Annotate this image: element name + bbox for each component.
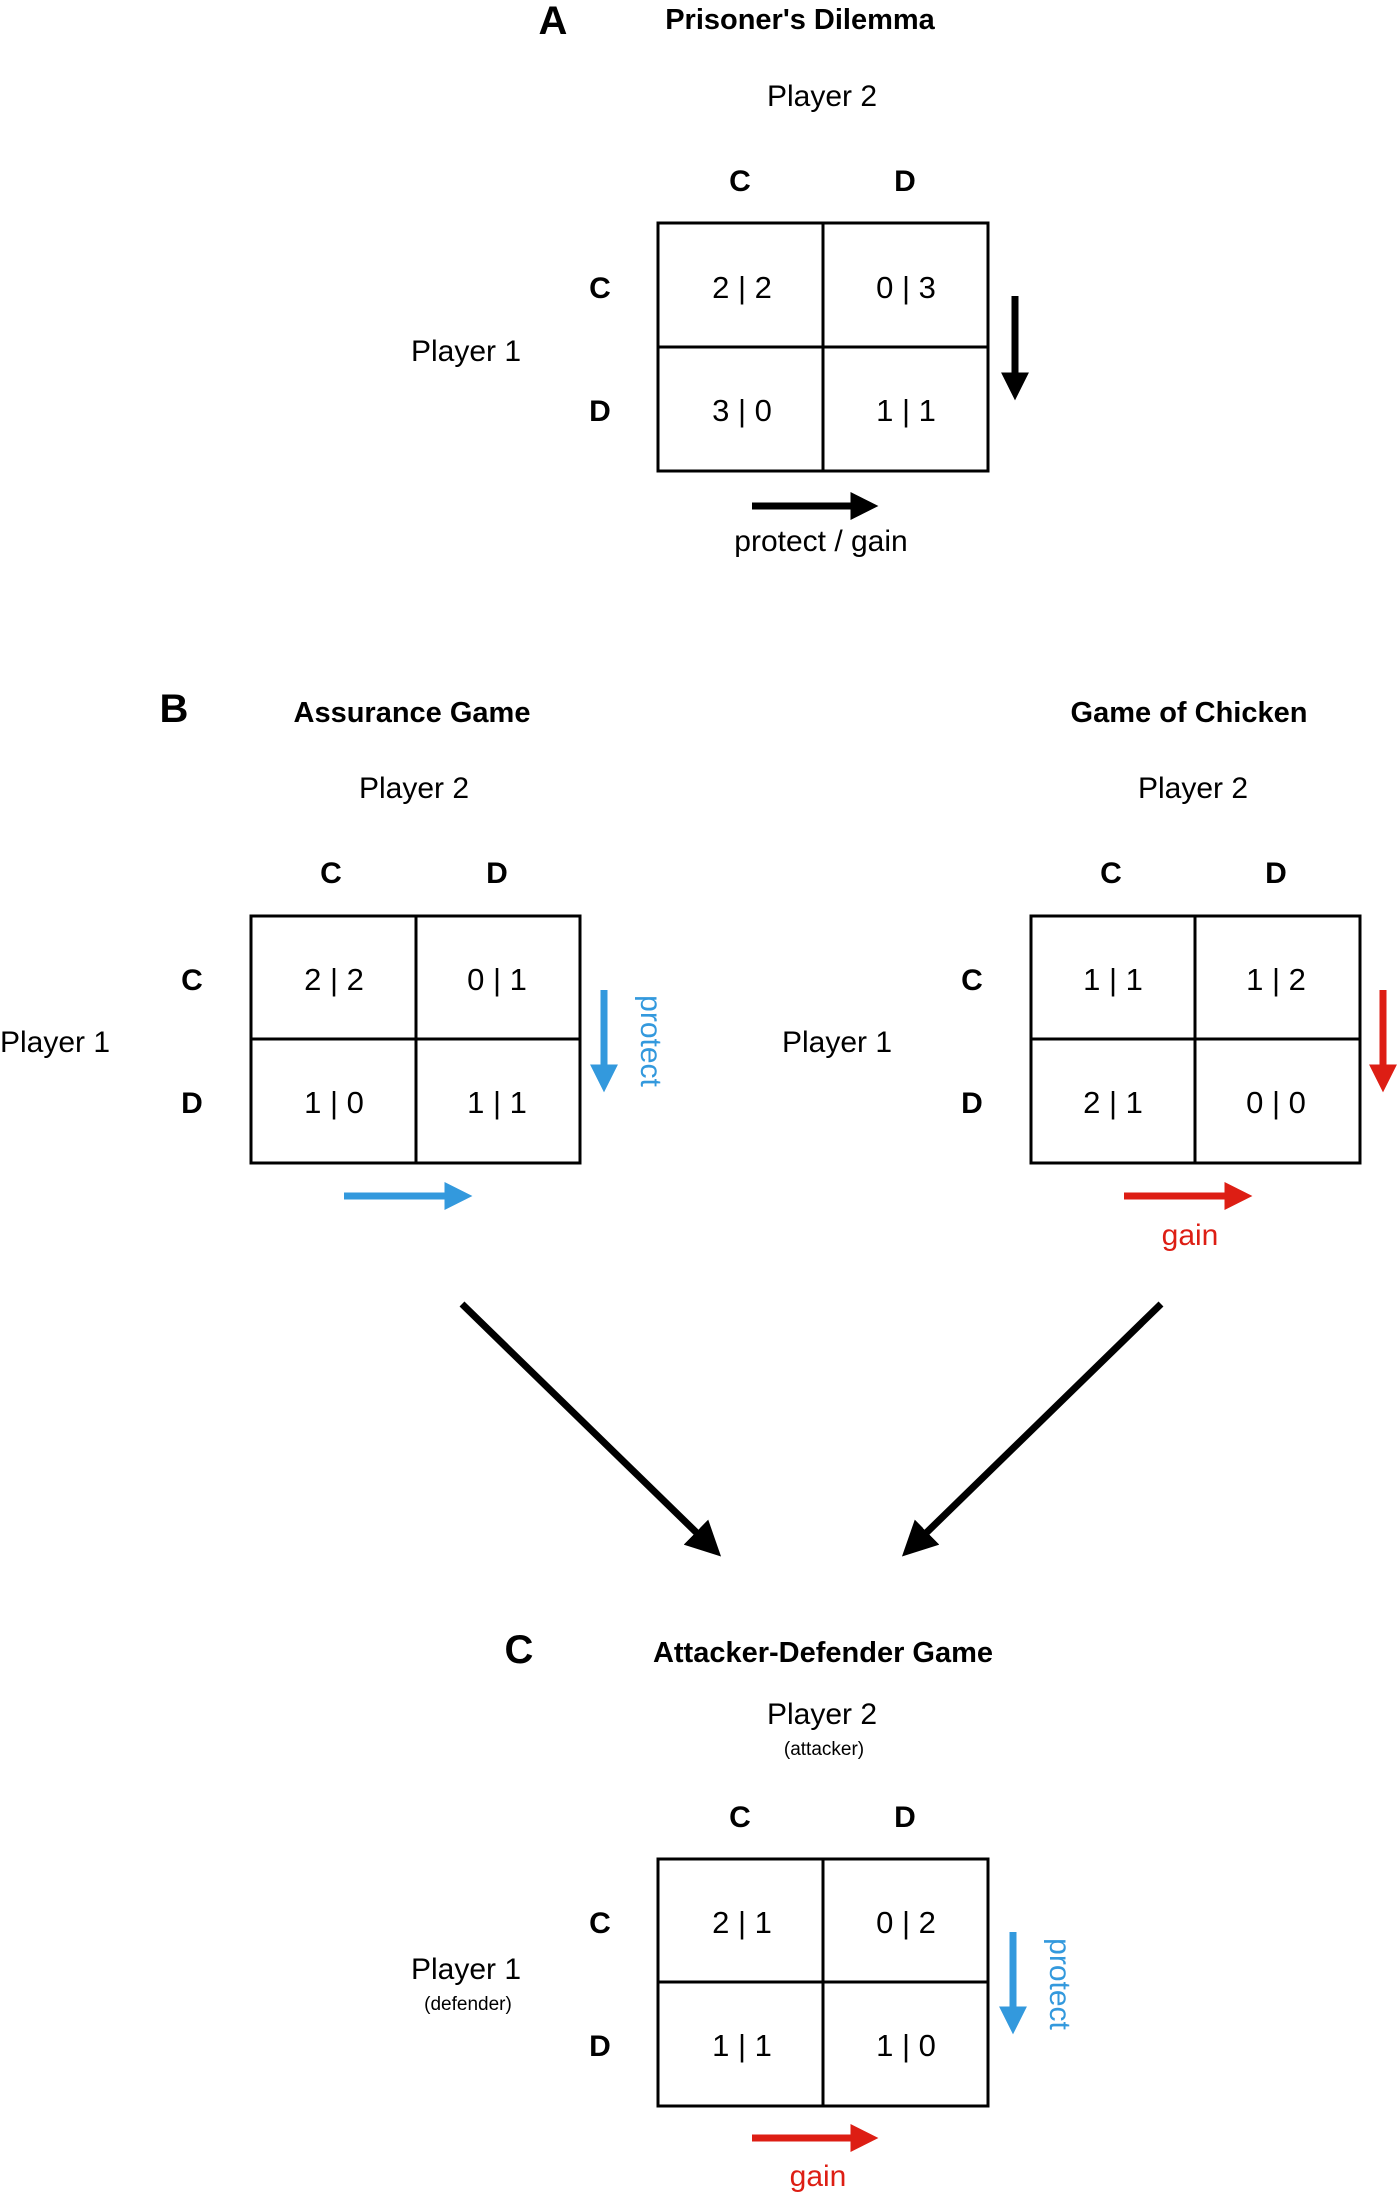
panel-b-right-row-d: D	[961, 1087, 983, 1120]
panel-b-right-gain-label: gain	[1162, 1219, 1219, 1252]
panel-c-cell-cc: 2 | 1	[712, 1905, 772, 1940]
panel-c-col-c: C	[729, 1801, 751, 1834]
panel-c-player1-role: (defender)	[424, 1994, 512, 2015]
panel-b-left-cell-dc: 1 | 0	[304, 1085, 364, 1120]
panel-b-left: B Assurance Game Player 2 C D Player 1 C…	[0, 687, 667, 1210]
panel-c-col-d: D	[894, 1801, 916, 1834]
panel-b-right-cell-cd: 1 | 2	[1246, 962, 1306, 997]
panel-a-player1: Player 1	[411, 335, 521, 368]
panel-b-right-title: Game of Chicken	[1071, 697, 1308, 729]
panel-c-cell-cd: 0 | 2	[876, 1905, 936, 1940]
panel-b-right-row-c: C	[961, 964, 983, 997]
panel-a-cell-dd: 1 | 1	[876, 393, 936, 428]
panel-b-left-col-c: C	[320, 857, 342, 890]
panel-c-player2: Player 2	[767, 1698, 877, 1731]
panel-b-left-cell-dd: 1 | 1	[467, 1085, 527, 1120]
panel-a-matrix	[656, 221, 990, 473]
panel-b-right-player1: Player 1	[782, 1026, 892, 1059]
panel-a: A Prisoner's Dilemma Player 2 C D Player…	[411, 0, 1029, 558]
panel-b-left-protect-label: protect	[634, 995, 667, 1087]
panel-a-arrow-label: protect / gain	[734, 525, 907, 558]
panel-b-left-row-c: C	[181, 964, 203, 997]
panel-b-right-matrix	[1029, 914, 1362, 1165]
panel-b-left-player2: Player 2	[359, 772, 469, 805]
panel-b-left-title: Assurance Game	[294, 697, 531, 729]
panel-a-col-c: C	[729, 165, 751, 198]
panel-b-right-player2: Player 2	[1138, 772, 1248, 805]
panel-b-left-col-d: D	[486, 857, 508, 890]
arrow-chicken-to-attacker-defender	[901, 1301, 1164, 1557]
arrow-assurance-to-attacker-defender	[459, 1301, 722, 1557]
panel-c-gain-label: gain	[790, 2160, 847, 2193]
panel-b-left-row-d: D	[181, 1087, 203, 1120]
panel-c-player2-role: (attacker)	[784, 1739, 864, 1760]
panel-b-left-cell-cc: 2 | 2	[304, 962, 364, 997]
panel-c-row-d: D	[589, 2030, 611, 2063]
panel-b-right-cell-dc: 2 | 1	[1083, 1085, 1143, 1120]
panel-letter-c: C	[505, 1628, 534, 1672]
panel-b-right-cell-cc: 1 | 1	[1083, 962, 1143, 997]
panel-c: C Attacker-Defender Game Player 2 (attac…	[411, 1628, 1076, 2193]
panel-c-title: Attacker-Defender Game	[653, 1637, 993, 1669]
panel-c-row-c: C	[589, 1907, 611, 1940]
panel-b-right-cell-dd: 0 | 0	[1246, 1085, 1306, 1120]
panel-b-left-cell-cd: 0 | 1	[467, 962, 527, 997]
panel-b-right-col-c: C	[1100, 857, 1122, 890]
panel-c-cell-dc: 1 | 1	[712, 2028, 772, 2063]
panel-c-cell-dd: 1 | 0	[876, 2028, 936, 2063]
panel-c-matrix	[656, 1857, 990, 2108]
panel-c-protect-label: protect	[1043, 1938, 1076, 2030]
panel-b-left-matrix	[249, 914, 582, 1165]
panel-a-cell-cc: 2 | 2	[712, 270, 772, 305]
panel-b-left-player1: Player 1	[0, 1026, 110, 1059]
panel-a-player2: Player 2	[767, 80, 877, 113]
panel-letter-b: B	[160, 687, 189, 731]
panel-letter-a: A	[539, 0, 568, 43]
panel-b-right-col-d: D	[1265, 857, 1287, 890]
panel-a-cell-dc: 3 | 0	[712, 393, 772, 428]
panel-c-player1: Player 1	[411, 1953, 521, 1986]
panel-a-cell-cd: 0 | 3	[876, 270, 936, 305]
panel-b-right: Game of Chicken Player 2 C D Player 1 C …	[782, 697, 1397, 1252]
panel-a-col-d: D	[894, 165, 916, 198]
panel-a-row-c: C	[589, 272, 611, 305]
panel-a-title: Prisoner's Dilemma	[665, 4, 935, 36]
panel-a-row-d: D	[589, 395, 611, 428]
